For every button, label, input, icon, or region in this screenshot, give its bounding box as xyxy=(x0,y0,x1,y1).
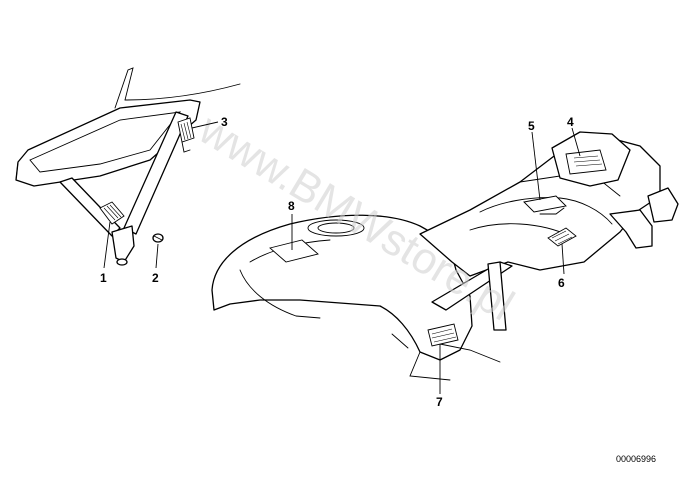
callout-2: 2 xyxy=(152,271,159,285)
callout-3: 3 xyxy=(221,115,228,129)
leader-lines xyxy=(103,121,581,394)
callout-4: 4 xyxy=(567,115,574,129)
callout-1: 1 xyxy=(100,271,107,285)
callout-6: 6 xyxy=(558,276,565,290)
callout-8: 8 xyxy=(288,199,295,213)
fairing-assembly xyxy=(15,67,241,266)
tank-seat-assembly xyxy=(211,131,679,381)
callout-7: 7 xyxy=(436,395,443,409)
drawing-code: 00006996 xyxy=(616,454,656,464)
callout-5: 5 xyxy=(528,119,535,133)
